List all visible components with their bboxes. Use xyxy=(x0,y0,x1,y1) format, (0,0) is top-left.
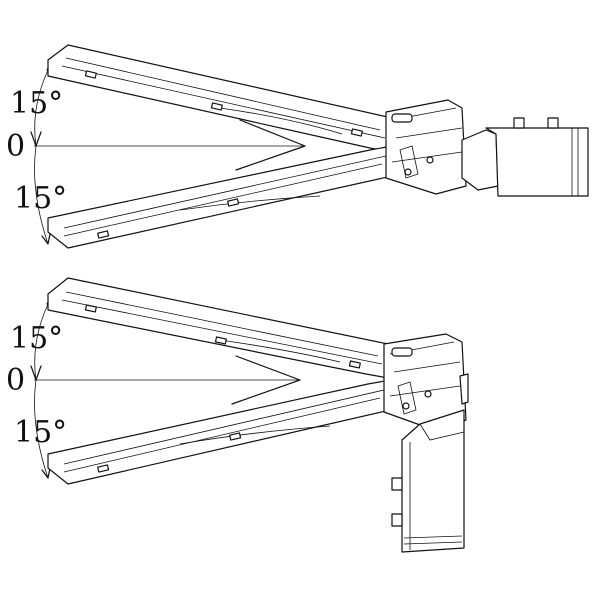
top-upper-luminaire-housing xyxy=(47,44,393,153)
top-hinge-knuckle xyxy=(385,99,467,195)
bottom-arc-arrow-down-icon xyxy=(41,467,51,479)
bottom-upper-luminaire-housing xyxy=(47,277,389,379)
bottom-view: 15° 0 15° xyxy=(6,277,469,553)
bottom-lower-luminaire-housing xyxy=(47,379,391,485)
bottom-inner-v-arms xyxy=(231,355,301,405)
top-arc-arrow-mid-icon xyxy=(30,131,42,147)
bottom-lower-angle-label: 15° xyxy=(14,415,67,450)
top-arc-arrow-down-icon xyxy=(41,233,51,245)
bottom-post-top-bracket xyxy=(391,409,465,553)
bottom-hinge-knuckle xyxy=(383,333,469,431)
bottom-arc-arrow-mid-icon xyxy=(30,365,42,381)
top-view: 15° 0 15° xyxy=(6,44,589,249)
top-side-entry-bracket xyxy=(461,117,589,197)
top-zero-label: 0 xyxy=(6,129,25,164)
bottom-zero-label: 0 xyxy=(6,363,25,398)
top-upper-angle-label: 15° xyxy=(10,86,63,121)
top-lower-angle-label: 15° xyxy=(14,181,67,216)
top-inner-v-arms xyxy=(235,119,306,171)
top-lower-luminaire-housing xyxy=(47,145,393,249)
